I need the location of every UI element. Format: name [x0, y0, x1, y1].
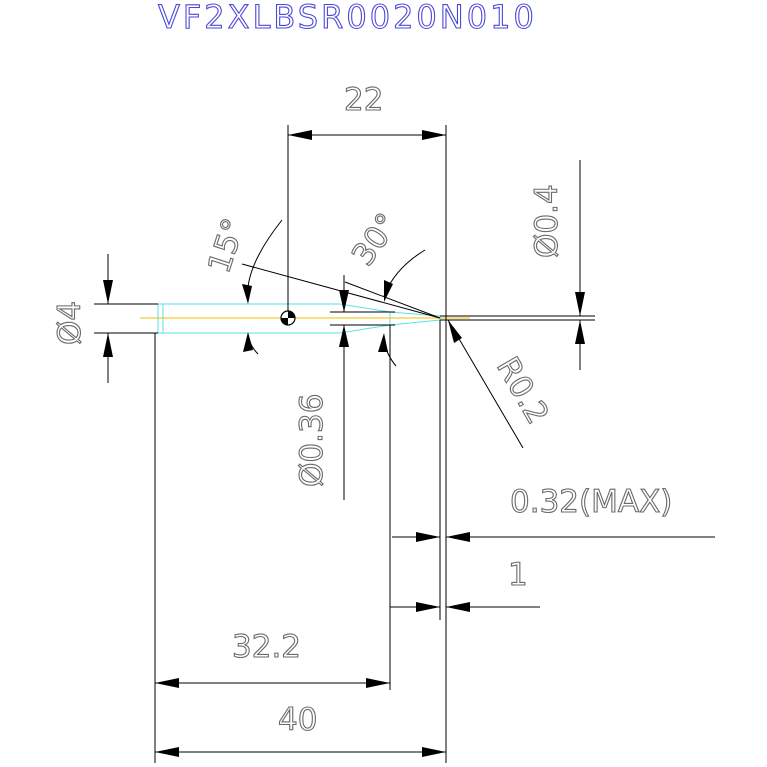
tool-outline [157, 303, 441, 334]
dim-22: 22 [287, 81, 447, 540]
dim-dia-0-4-label: Ø0.4 [529, 184, 565, 258]
dim-0-32-max: 0.32(MAX) [392, 320, 715, 620]
dim-dia-4-label: Ø4 [52, 301, 88, 345]
dim-40-label: 40 [278, 702, 317, 738]
dim-40: 40 [155, 540, 447, 763]
dim-angle-30: 30° [345, 206, 441, 367]
dim-dia-4: Ø4 [51, 254, 158, 383]
dim-radius-label: R0.2 [489, 351, 556, 430]
dim-angle-30-label: 30° [345, 207, 406, 273]
part-number-title: VF2XLBSR0020N010 [158, 0, 537, 36]
dim-dia-0-4: Ø0.4 [440, 160, 595, 370]
dim-dia-0-36-label: Ø0.36 [294, 394, 330, 487]
dim-1: 1 [389, 325, 540, 690]
dim-radius: R0.2 [447, 319, 556, 449]
dim-dia-0-36: Ø0.36 [293, 275, 395, 500]
dim-32-2-label: 32.2 [232, 629, 301, 665]
center-mark-icon [280, 310, 296, 326]
dim-22-label: 22 [344, 82, 383, 118]
dim-angle-15: 15° [201, 214, 441, 355]
dim-1-label: 1 [508, 557, 528, 593]
dim-0-32-max-label: 0.32(MAX) [510, 484, 672, 520]
dim-angle-15-label: 15° [201, 214, 252, 277]
dim-32-2: 32.2 [154, 333, 390, 763]
